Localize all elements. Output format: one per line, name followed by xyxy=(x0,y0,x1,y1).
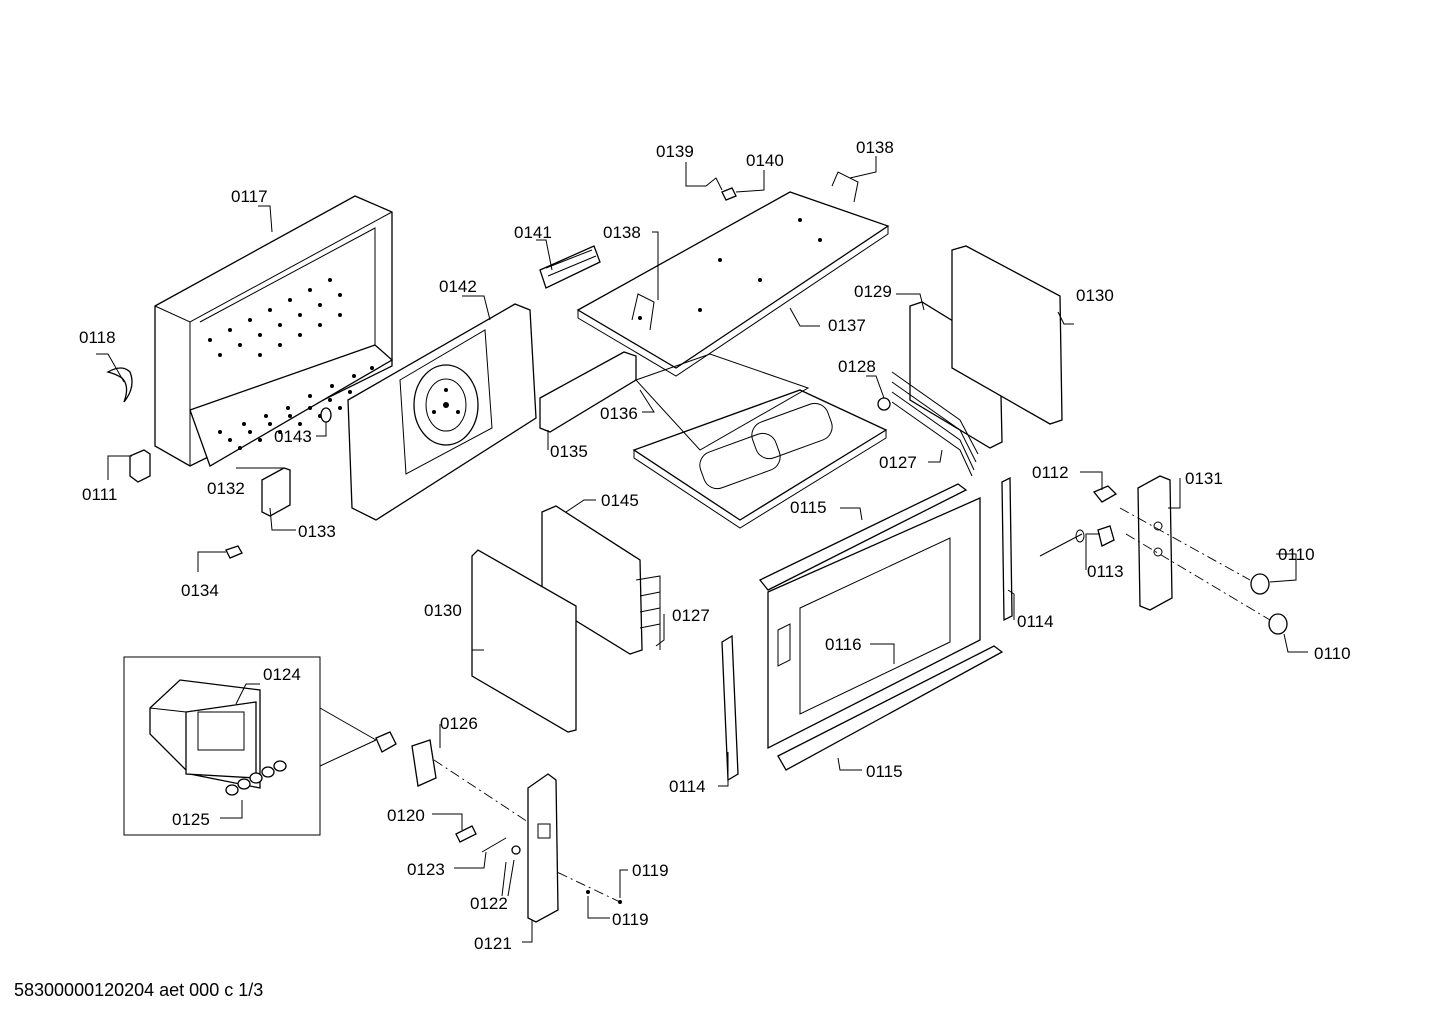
label-0126: 0126 xyxy=(440,714,478,733)
part-0130-side-panel-left xyxy=(471,549,577,733)
label-0122: 0122 xyxy=(470,894,508,913)
part-0136-bottom-panel xyxy=(632,353,888,529)
label-0115-a: 0115 xyxy=(790,498,827,517)
label-0127-b: 0127 xyxy=(672,606,710,625)
part-0123-screw xyxy=(481,837,507,853)
label-0121: 0121 xyxy=(474,934,512,953)
drawing-code: 58300000120204 aet 000 c 1/3 xyxy=(14,980,264,1000)
label-0123: 0123 xyxy=(407,860,445,879)
part-0114-strip-left xyxy=(721,634,739,782)
part-0110-knob-b xyxy=(1268,613,1288,635)
label-0127-a: 0127 xyxy=(879,453,917,472)
part-0119-pin-b xyxy=(586,890,590,894)
leader-lines xyxy=(96,156,1308,943)
label-0119-a: 0119 xyxy=(632,861,669,880)
label-0129: 0129 xyxy=(854,282,892,301)
part-0122-washer xyxy=(511,845,521,855)
label-0113: 0113 xyxy=(1087,562,1124,581)
part-0130-side-panel-right xyxy=(951,245,1063,425)
label-0136: 0136 xyxy=(600,404,638,423)
part-0127-heater-element-b xyxy=(635,575,661,650)
label-0137: 0137 xyxy=(828,316,866,335)
part-0125-buttons xyxy=(225,760,287,796)
part-0134-screw xyxy=(225,545,243,559)
label-0112: 0112 xyxy=(1032,463,1069,482)
label-0124: 0124 xyxy=(263,665,301,684)
part-0137-top-panel xyxy=(576,191,890,377)
label-0110-b: 0110 xyxy=(1314,644,1351,663)
label-0134: 0134 xyxy=(181,581,219,600)
part-0111-clip xyxy=(129,449,151,483)
label-0130-a: 0130 xyxy=(1076,286,1114,305)
part-0117-housing xyxy=(154,195,394,467)
part-0128-fan xyxy=(877,397,891,411)
part-0140-screw xyxy=(721,187,737,201)
part-0114-strip-right xyxy=(1001,476,1013,622)
label-0111: 0111 xyxy=(82,485,117,504)
part-0138-handle-a xyxy=(631,293,655,331)
label-0139: 0139 xyxy=(656,142,694,161)
label-0115-b: 0115 xyxy=(866,762,903,781)
label-0118: 0118 xyxy=(79,328,116,347)
label-0117: 0117 xyxy=(231,187,268,206)
label-0141: 0141 xyxy=(514,223,552,242)
part-0120-clip xyxy=(455,825,477,843)
label-0114-a: 0114 xyxy=(1017,612,1054,631)
part-0113-sensor xyxy=(1039,525,1115,557)
label-0130-b: 0130 xyxy=(424,601,462,620)
part-labels: 0117 0118 0111 0132 0133 0134 0143 0142 … xyxy=(79,138,1351,953)
part-0115-rail-top xyxy=(758,483,968,591)
part-0138-handle-b xyxy=(831,171,859,203)
part-0131-bracket-right xyxy=(1137,475,1173,611)
part-0141-heater xyxy=(539,245,601,289)
part-display-connector xyxy=(375,731,397,753)
part-0110-knob-a xyxy=(1250,573,1270,595)
part-0132-bracket xyxy=(261,467,291,517)
part-0116-front-frame xyxy=(767,497,981,750)
label-0135: 0135 xyxy=(550,442,588,461)
label-0128: 0128 xyxy=(838,357,876,376)
label-0138-a: 0138 xyxy=(603,223,641,242)
label-0138-b: 0138 xyxy=(856,138,894,157)
part-0142-rear-panel xyxy=(347,303,537,521)
label-0133: 0133 xyxy=(298,522,336,541)
label-0114-b: 0114 xyxy=(669,777,706,796)
label-0120: 0120 xyxy=(387,806,425,825)
part-0121-bracket-left xyxy=(527,773,559,923)
label-0116: 0116 xyxy=(825,635,862,654)
label-0140: 0140 xyxy=(746,151,784,170)
part-0126-bracket xyxy=(411,739,437,787)
part-0118-cable xyxy=(106,367,133,403)
label-0119-b: 0119 xyxy=(612,910,649,929)
label-0110-a: 0110 xyxy=(1278,545,1315,564)
part-0127-heater-element-a xyxy=(891,371,979,477)
part-0115-rail-bottom xyxy=(777,645,1004,771)
part-0143-ring xyxy=(320,407,332,423)
part-0112-switch xyxy=(1092,485,1118,503)
label-0145: 0145 xyxy=(601,491,639,510)
label-0131: 0131 xyxy=(1185,469,1223,488)
label-0143: 0143 xyxy=(274,427,312,446)
label-0125: 0125 xyxy=(172,810,210,829)
label-0132: 0132 xyxy=(207,479,245,498)
part-0139-clip xyxy=(705,177,723,191)
label-0142: 0142 xyxy=(439,277,477,296)
